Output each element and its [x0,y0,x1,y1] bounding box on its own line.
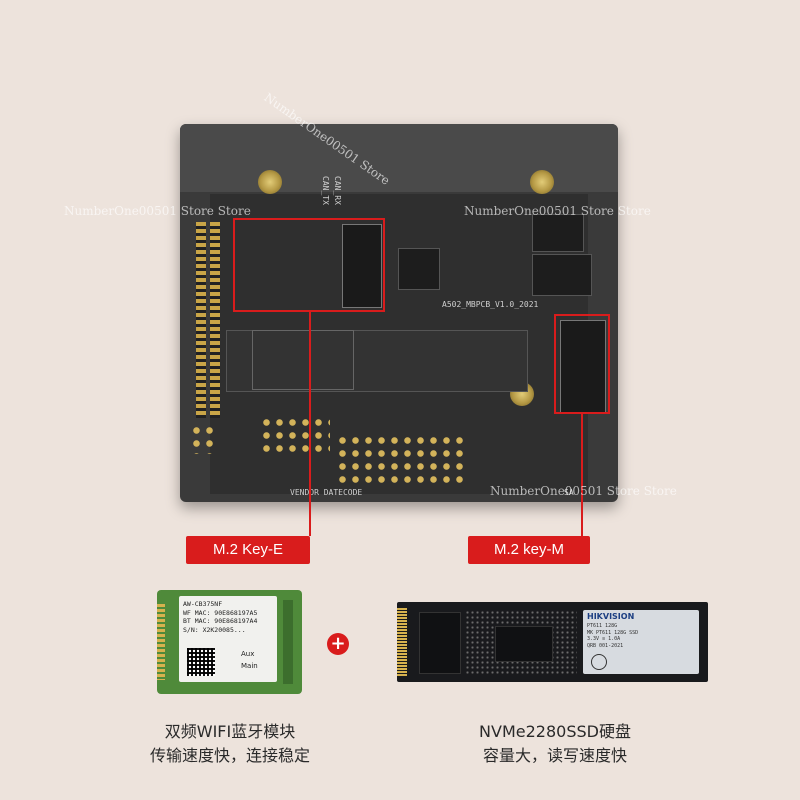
ssd-label-sticker: HIKVISION PT611 128G MK PT611 128G SSD 3… [583,610,699,674]
mount-hole [258,170,282,194]
silk-can-rx: CAN_RX [333,176,342,205]
ssd-outline [252,330,354,390]
nvme-ssd-image: HIKVISION PT611 128G MK PT611 128G SSD 3… [397,602,708,682]
wifi-caption-line1: 双频WIFI蓝牙模块 [164,722,296,741]
wifi-caption: 双频WIFI蓝牙模块 传输速度快，连接稳定 [120,720,340,768]
carrier-board-image: A502_MBPCB_V1.0_2021 VENDOR DATECODE CAN… [180,124,618,502]
ssd-slot-area [226,330,528,392]
wifi-pcb-edge [283,600,293,684]
solder-pad-grid [190,424,216,454]
ic-chip [532,214,584,252]
ssd-fine-line: 3.3V ≡ 1.0A [587,636,621,642]
ssd-nand-chip [495,626,553,662]
solder-pad-grid [336,434,466,484]
mount-hole [530,170,554,194]
antenna-aux-label: Aux [241,650,255,658]
wifi-label-line: S/N: X2K20085... [183,625,246,634]
ssd-controller-chip [419,612,461,674]
key-e-highlight [233,218,385,312]
key-m-highlight [554,314,610,414]
wifi-label-line: BT MAC: 90E868197A4 [183,617,258,625]
wifi-caption-line2: 传输速度快，连接稳定 [149,746,310,765]
ssd-caption: NVMe2280SSD硬盘 容量大，读写速度快 [440,720,670,768]
ssd-fine-line: QRB 001-2021 [587,642,624,649]
ssd-fine-line: MK PT611 128G SSD [587,629,639,636]
pin-header [196,222,206,418]
key-m-leader-line [581,414,583,536]
ssd-label-text: PT611 128G MK PT611 128G SSD 3.3V ≡ 1.0A… [587,623,697,649]
antenna-main-label: Main [241,662,258,670]
callout-key-e: M.2 Key-E [186,536,310,564]
pin-header [210,222,220,418]
wifi-gold-fingers [157,604,165,680]
ssd-caption-line2: 容量大，读写速度快 [482,746,627,765]
silk-sa: SA [564,488,574,497]
plus-icon: + [327,633,349,655]
ssd-caption-line1: NVMe2280SSD硬盘 [479,722,631,741]
qr-code-icon [187,648,215,676]
silk-vendor: VENDOR DATECODE [290,488,363,497]
wifi-module-image: AW-CB375NF WF MAC: 90E868197A5 BT MAC: 9… [157,590,302,694]
silk-model: A502_MBPCB_V1.0_2021 [442,300,539,309]
ssd-model-line: PT611 128G [587,623,618,629]
certification-mark-icon [591,654,607,670]
key-e-leader-line [309,312,311,536]
silk-can-tx: CAN_TX [321,176,330,205]
ssd-brand-logo: HIKVISION [587,612,635,621]
wifi-label-sticker: AW-CB375NF WF MAC: 90E868197A5 BT MAC: 9… [179,596,277,682]
wifi-label-line: WF MAC: 90E868197A5 [183,608,258,617]
ssd-gold-fingers [397,608,407,676]
solder-pad-grid [260,416,330,456]
ic-chip [532,254,592,296]
m2-key-e-connector [342,224,382,308]
wifi-label-line: AW-CB375NF [183,600,223,608]
ic-chip [398,248,440,290]
callout-key-m: M.2 key-M [468,536,590,564]
